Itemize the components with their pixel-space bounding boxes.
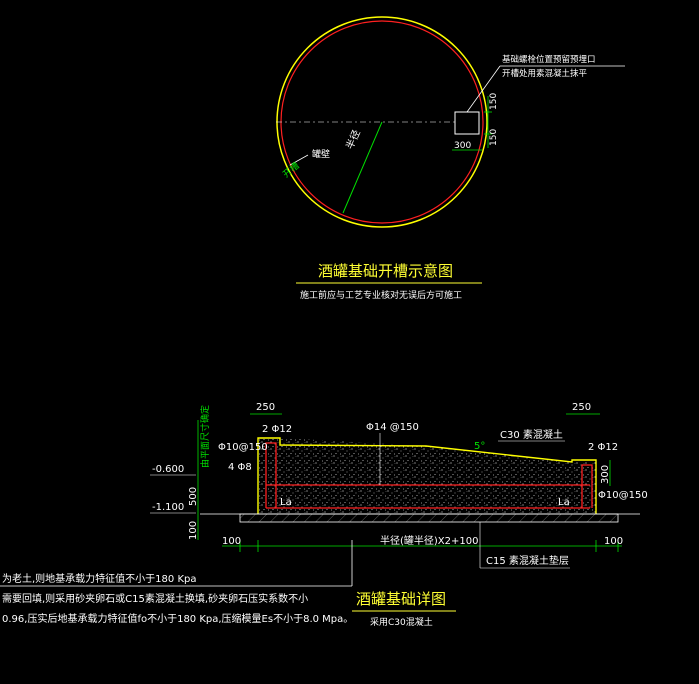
la-right: La — [558, 497, 570, 508]
rebar-2phi12-left: 2 Φ12 — [262, 424, 292, 435]
radius-line — [342, 121, 383, 214]
la-left: La — [280, 497, 292, 508]
cushion-label: C15 素混凝土垫层 — [486, 554, 569, 567]
wall-label: 罐壁 — [312, 148, 330, 160]
span-label: 半径(罐半径)X2+100 — [380, 534, 478, 547]
section-subtitle: 采用C30混凝土 — [370, 616, 433, 628]
elev-top: -0.600 — [152, 464, 184, 475]
plan-note-2: 开槽处用素混凝土抹平 — [502, 68, 588, 79]
dim-100-left: 100 — [222, 536, 241, 547]
cushion-layer — [239, 513, 619, 523]
rebar-right-stirrup — [581, 464, 593, 508]
concrete-label: C30 素混凝土 — [500, 428, 563, 441]
notes: 为老土,则地基承载力特征值不小于180 Kpa 需要回填,则采用砂夹卵石或C15… — [0, 540, 353, 625]
dim-150-top: 150 — [489, 93, 499, 110]
section-title: 酒罐基础详图 — [356, 590, 446, 608]
wall-leader — [289, 154, 309, 166]
rebar-phi10-left: Φ10@150 — [218, 442, 268, 453]
note-line-1: 为老土,则地基承载力特征值不小于180 Kpa — [2, 572, 196, 585]
note-line-2: 需要回填,则采用砂夹卵石或C15素混凝土换填,砂夹卵石压实系数不小 — [2, 592, 308, 605]
dim-300-right: 300 — [600, 465, 611, 484]
groove-label: 开槽 — [280, 160, 302, 181]
dim-100-side: 100 — [188, 521, 199, 540]
radius-label: 半径 — [343, 128, 363, 152]
rebar-4phi8: 4 Φ8 — [228, 462, 252, 473]
elev-bottom: -1.100 — [152, 502, 184, 513]
section-view: 250 250 2 Φ12 Φ10@150 4 Φ8 Φ14 @150 C30 … — [150, 402, 648, 628]
dim-150-bottom: 150 — [489, 129, 499, 146]
dim-300: 300 — [454, 141, 471, 151]
plan-title: 酒罐基础开槽示意图 — [318, 262, 453, 280]
rebar-left-stirrup — [265, 442, 277, 508]
dim-250-right: 250 — [572, 402, 591, 413]
rebar-2phi12-right: 2 Φ12 — [588, 442, 618, 453]
concrete-fill — [258, 438, 596, 514]
dim-250-left: 250 — [256, 402, 275, 413]
rebar-phi10-right: Φ10@150 — [598, 490, 648, 501]
dim-100-right: 100 — [604, 536, 623, 547]
dim-500: 500 — [188, 487, 199, 506]
plan-note-1: 基础螺栓位置预留预埋口 — [502, 54, 596, 65]
plan-view: 半径 开槽 罐壁 150 150 300 基础螺栓位置预留预埋口 开槽处用素混凝… — [276, 16, 625, 301]
groove-notch — [454, 111, 480, 135]
slope-label: 5° — [474, 441, 485, 452]
note-leader — [466, 65, 501, 113]
foundation-outline — [257, 437, 597, 514]
note-line-3: 0.96,压实后地基承载力特征值fo不小于180 Kpa,压缩模量Es不小于8.… — [2, 612, 353, 625]
plan-subtitle: 施工前应与工艺专业核对无误后方可施工 — [300, 289, 462, 301]
rebar-phi14: Φ14 @150 — [366, 422, 419, 433]
vertical-note: 由平面尺寸确定 — [199, 405, 211, 468]
